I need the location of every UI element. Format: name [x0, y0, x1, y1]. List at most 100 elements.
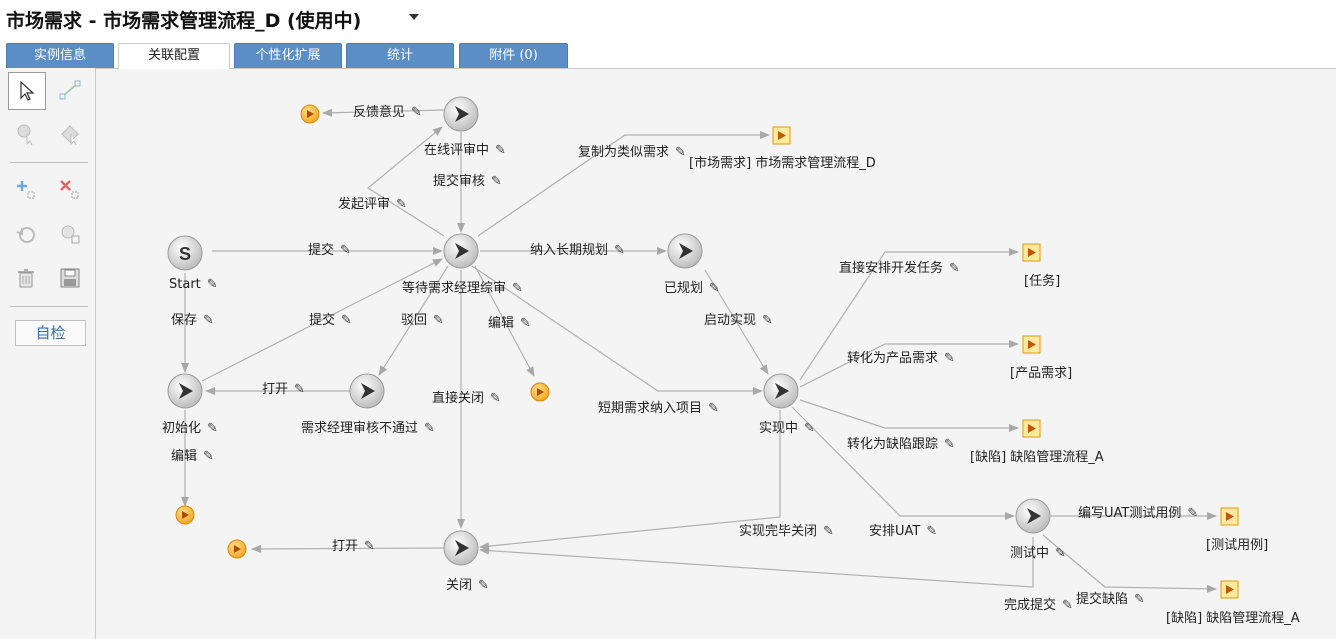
edit-pencil-icon[interactable]: ✎ — [495, 143, 506, 158]
edit-pencil-icon[interactable]: ✎ — [203, 449, 214, 464]
node-closed[interactable] — [443, 530, 479, 566]
add-node-icon[interactable] — [8, 172, 44, 208]
edge-label-edit[interactable]: 编辑✎ — [488, 316, 531, 331]
edit-pencil-icon[interactable]: ✎ — [478, 578, 489, 593]
edge-label-long-plan[interactable]: 纳入长期规划✎ — [530, 243, 625, 258]
edit-pencil-icon[interactable]: ✎ — [708, 401, 719, 416]
edge-label-submit-defect[interactable]: 提交缺陷✎ — [1076, 592, 1145, 607]
subflow-box-icon[interactable] — [1220, 507, 1239, 526]
tab-instance-info[interactable]: 实例信息 — [6, 43, 114, 68]
edge-label-open[interactable]: 打开✎ — [262, 382, 305, 397]
edit-pencil-icon[interactable]: ✎ — [340, 243, 351, 258]
edge-label-arrange-uat[interactable]: 安排UAT✎ — [869, 524, 938, 539]
edge-label-copy-similar[interactable]: 复制为类似需求✎ — [578, 145, 686, 160]
edit-pencil-icon[interactable]: ✎ — [411, 105, 422, 120]
end-circle-icon[interactable] — [227, 539, 247, 559]
edit-pencil-icon[interactable]: ✎ — [341, 313, 352, 328]
edit-pencil-icon[interactable]: ✎ — [1187, 506, 1199, 521]
trash-icon[interactable] — [8, 260, 44, 296]
edit-pencil-icon[interactable]: ✎ — [433, 313, 444, 328]
edge-label-initiate-review[interactable]: 发起评审✎ — [338, 197, 407, 212]
edge-label-save[interactable]: 保存✎ — [171, 313, 214, 328]
subflow-box-icon[interactable] — [772, 126, 791, 145]
edge-label-feedback[interactable]: 反馈意见✎ — [353, 105, 422, 120]
edge-label-submit-review[interactable]: 提交审核✎ — [433, 174, 502, 189]
pointer-icon[interactable] — [8, 72, 46, 110]
subflow-label-test-case[interactable]: [测试用例] — [1206, 538, 1269, 553]
edit-pencil-icon[interactable]: ✎ — [396, 197, 407, 212]
edge-label-direct-close[interactable]: 直接关闭✎ — [432, 391, 501, 406]
node-implementing[interactable] — [763, 373, 799, 409]
edit-pencil-icon[interactable]: ✎ — [206, 277, 218, 292]
edit-pencil-icon[interactable]: ✎ — [364, 539, 375, 554]
node-label-start[interactable]: Start✎ — [169, 277, 218, 292]
zoom-icon[interactable] — [52, 216, 88, 252]
subflow-box-icon[interactable] — [1022, 335, 1041, 354]
edge-label-start-impl[interactable]: 启动实现✎ — [704, 313, 773, 328]
node-rejected[interactable] — [349, 373, 385, 409]
node-label-testing[interactable]: 测试中✎ — [1010, 546, 1066, 561]
subflow-label-defect-2[interactable]: [缺陷] 缺陷管理流程_A — [1166, 611, 1300, 626]
edge-label-open-closed[interactable]: 打开✎ — [332, 539, 375, 554]
subflow-label-task[interactable]: [任务] — [1024, 274, 1061, 289]
node-label-online-review[interactable]: 在线评审中✎ — [424, 143, 506, 158]
edge-select-icon[interactable] — [52, 116, 88, 152]
subflow-label-defect[interactable]: [缺陷] 缺陷管理流程_A — [970, 450, 1104, 465]
edge-label-submit[interactable]: 提交✎ — [308, 243, 351, 258]
edit-pencil-icon[interactable]: ✎ — [512, 281, 523, 296]
edge-label-write-uat[interactable]: 编写UAT测试用例✎ — [1078, 506, 1199, 521]
edit-pencil-icon[interactable]: ✎ — [926, 524, 938, 539]
edge-label-direct-task[interactable]: 直接安排开发任务✎ — [839, 261, 960, 276]
edge-label-short-project[interactable]: 短期需求纳入项目✎ — [598, 401, 719, 416]
subflow-box-icon[interactable] — [1022, 243, 1041, 262]
tab-relation-config[interactable]: 关联配置 — [118, 43, 230, 69]
edge-label-submit-init[interactable]: 提交✎ — [309, 313, 352, 328]
node-label-init[interactable]: 初始化✎ — [162, 421, 218, 436]
edit-pencil-icon[interactable]: ✎ — [675, 145, 686, 160]
tab-attachments[interactable]: 附件 (0) — [459, 43, 568, 68]
edit-pencil-icon[interactable]: ✎ — [491, 174, 502, 189]
edge-label-impl-done-close[interactable]: 实现完毕关闭✎ — [739, 524, 834, 539]
node-select-icon[interactable] — [8, 116, 44, 152]
tab-statistics[interactable]: 统计 — [346, 43, 454, 68]
edit-pencil-icon[interactable]: ✎ — [1134, 592, 1145, 607]
delete-node-icon[interactable] — [52, 172, 88, 208]
edit-pencil-icon[interactable]: ✎ — [207, 421, 218, 436]
edit-pencil-icon[interactable]: ✎ — [1062, 598, 1073, 613]
edge-label-finish-submit[interactable]: 完成提交✎ — [1004, 598, 1073, 613]
edge-label-to-product[interactable]: 转化为产品需求✎ — [847, 351, 955, 366]
node-label-rejected[interactable]: 需求经理审核不通过✎ — [301, 421, 435, 436]
node-init[interactable] — [167, 373, 203, 409]
edit-pencil-icon[interactable]: ✎ — [709, 281, 720, 296]
edit-pencil-icon[interactable]: ✎ — [294, 382, 305, 397]
start-node[interactable]: S — [167, 235, 203, 271]
edit-pencil-icon[interactable]: ✎ — [614, 243, 625, 258]
end-circle-icon[interactable] — [300, 104, 320, 124]
node-online-review[interactable] — [443, 96, 479, 132]
title-dropdown-caret-icon[interactable] — [409, 14, 419, 20]
node-label-waiting-review[interactable]: 等待需求经理综审✎ — [402, 281, 523, 296]
subflow-box-icon[interactable] — [1022, 419, 1041, 438]
connect-icon[interactable] — [52, 72, 88, 108]
edit-pencil-icon[interactable]: ✎ — [804, 421, 815, 436]
end-circle-icon[interactable] — [530, 382, 550, 402]
edit-pencil-icon[interactable]: ✎ — [203, 313, 214, 328]
edit-pencil-icon[interactable]: ✎ — [949, 261, 960, 276]
edit-pencil-icon[interactable]: ✎ — [762, 313, 773, 328]
edit-pencil-icon[interactable]: ✎ — [1055, 546, 1066, 561]
node-waiting-review[interactable] — [443, 233, 479, 269]
subflow-label-product[interactable]: [产品需求] — [1010, 366, 1073, 381]
edge-label-to-defect[interactable]: 转化为缺陷跟踪✎ — [847, 437, 955, 452]
tab-personalization[interactable]: 个性化扩展 — [234, 43, 342, 68]
subflow-label-market[interactable]: [市场需求] 市场需求管理流程_D — [689, 156, 876, 171]
edit-pencil-icon[interactable]: ✎ — [424, 421, 435, 436]
node-label-closed[interactable]: 关闭✎ — [446, 578, 489, 593]
self-check-button[interactable]: 自检 — [15, 320, 86, 346]
save-icon[interactable] — [52, 260, 88, 296]
edge-label-edit-init[interactable]: 编辑✎ — [171, 449, 214, 464]
edge-label-reject[interactable]: 驳回✎ — [401, 313, 444, 328]
node-planned[interactable] — [667, 233, 703, 269]
edit-pencil-icon[interactable]: ✎ — [490, 391, 501, 406]
workflow-canvas[interactable]: S — [96, 68, 1336, 639]
node-label-implementing[interactable]: 实现中✎ — [759, 421, 815, 436]
